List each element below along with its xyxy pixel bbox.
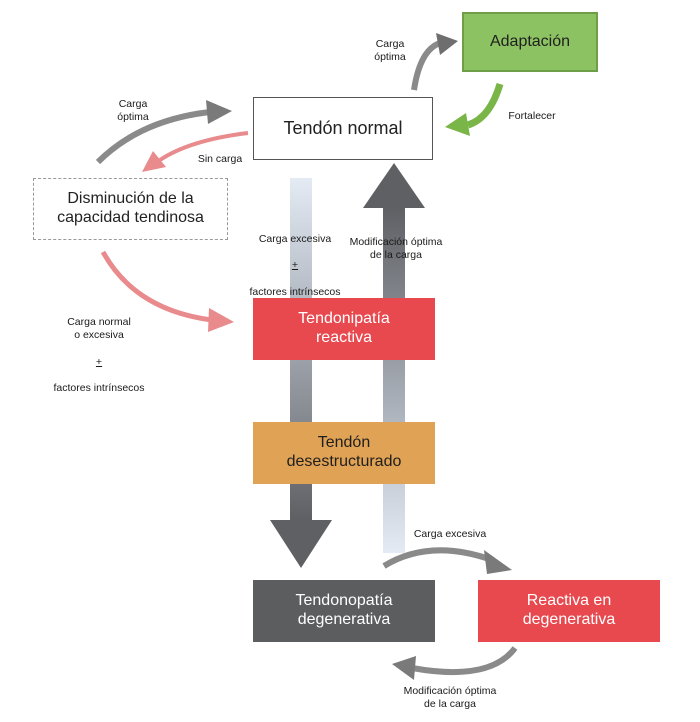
- arrow-sin-carga: [142, 131, 249, 172]
- label-factores-mid: factores intrínsecos: [249, 285, 341, 298]
- arrow-carga-normal: [100, 250, 234, 332]
- box-tendon-normal: Tendón normal: [253, 97, 433, 160]
- box-adaptacion: Adaptación: [462, 12, 598, 72]
- arrow-fortalecer: [445, 82, 504, 136]
- label-carga-normal-text: Carga normal o excesiva: [67, 316, 131, 342]
- plus-minus-mid: +: [291, 259, 299, 272]
- label-carga-normal: Carga normal o excesiva + factores intrí…: [40, 303, 158, 408]
- label-carga-excesiva-mid-text: Carga excesiva: [258, 233, 332, 246]
- label-sin-carga: Sin carga: [197, 153, 243, 165]
- label-carga-optima-top: Carga óptima: [374, 38, 406, 64]
- arrow-carga-excesiva-bottom: [382, 547, 512, 574]
- label-modificacion-mid: Modificación óptima de la carga: [349, 236, 443, 262]
- label-fortalecer: Fortalecer: [508, 110, 556, 122]
- arrow-carga-optima-top: [411, 33, 458, 91]
- label-carga-excesiva-bottom: Carga excesiva: [413, 528, 487, 540]
- label-factores-left: factores intrínsecos: [53, 381, 145, 394]
- label-carga-optima-left: Carga óptima: [117, 98, 149, 124]
- box-tendonopatia-degenerativa: Tendonopatía degenerativa: [253, 580, 435, 642]
- box-tendon-desestructurado: Tendón desestructurado: [253, 422, 435, 484]
- box-tendinopatia-reactiva: Tendonipatía reactiva: [253, 298, 435, 360]
- plus-minus-left: +: [95, 355, 103, 368]
- box-reactiva-en-degenerativa: Reactiva en degenerativa: [478, 580, 660, 642]
- label-modificacion-bottom: Modificación óptima de la carga: [403, 685, 497, 711]
- label-carga-excesiva-mid: Carga excesiva + factores intrínsecos: [240, 220, 350, 312]
- arrow-modificacion-bottom: [392, 646, 518, 680]
- arrow-carga-optima-left: [95, 100, 232, 165]
- box-disminucion-capacidad: Disminución de la capacidad tendinosa: [33, 178, 228, 240]
